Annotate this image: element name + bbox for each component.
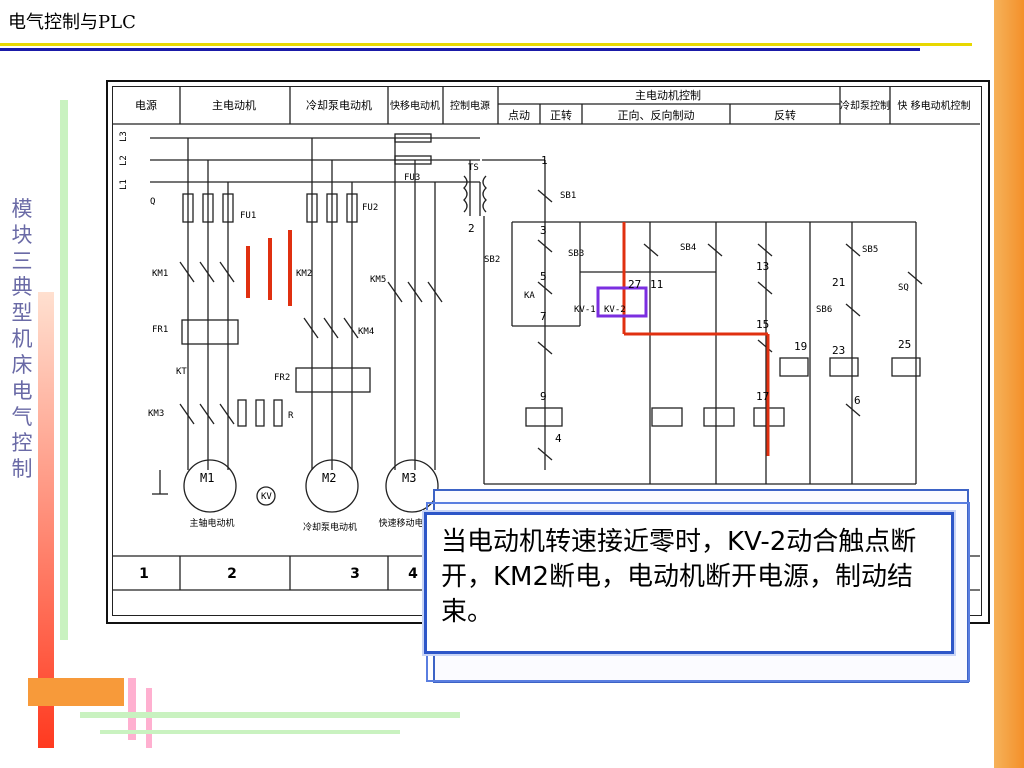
node-2: 2	[468, 222, 475, 235]
lbl-km5-main: KM5	[370, 275, 386, 285]
lbl-coolant-motor: 冷却泵电动机	[303, 521, 357, 533]
lbl-r: R	[288, 411, 294, 421]
node-5: 5	[540, 270, 547, 283]
node-1: 1	[541, 154, 548, 167]
lbl-kv: KV	[261, 492, 272, 502]
node-11: 11	[650, 278, 663, 291]
lbl-q: Q	[150, 197, 155, 207]
node-27: 27	[628, 278, 641, 291]
footer-num-4: 4	[408, 566, 418, 582]
node-9: 9	[540, 390, 547, 403]
lbl-ka: KA	[524, 291, 535, 301]
deco-pink-bar	[128, 678, 136, 740]
kv2-highlight-box	[596, 286, 648, 318]
lbl-kv2: KV-2	[604, 305, 626, 315]
lbl-fu3: FU3	[404, 173, 420, 183]
lbl-kv1: KV-1	[574, 305, 596, 315]
node-7: 7	[540, 310, 547, 323]
hdr-main-motor: 主电动机	[212, 98, 256, 112]
lbl-sb3: SB3	[568, 249, 584, 259]
lbl-fu2: FU2	[362, 203, 378, 213]
hdr-power: 电源	[135, 98, 157, 112]
deco-orange-bar	[28, 678, 124, 706]
footer-num-2: 2	[227, 566, 237, 582]
lbl-sb4: SB4	[680, 243, 696, 253]
lbl-fr1: FR1	[152, 325, 168, 335]
side-module-title: 模块三 典型机床电气控制	[11, 197, 33, 481]
highlight-path	[622, 222, 770, 456]
footer-num-3: 3	[350, 566, 360, 582]
node-19: 19	[794, 340, 807, 353]
lbl-m3: M3	[402, 471, 416, 485]
page-title: 电气控制与PLC	[8, 12, 136, 33]
hdr-reverse: 反转	[774, 108, 796, 122]
lbl-spindle-motor: 主轴电动机	[189, 517, 234, 529]
deco-green-line-2	[100, 730, 400, 734]
hdr-jog: 点动	[508, 109, 530, 122]
hdr-coolant-control: 冷却泵控制	[840, 99, 890, 112]
phase-l3: L3	[119, 131, 129, 142]
hdr-braking: 正向、反向制动	[618, 108, 695, 122]
hdr-control-power: 控制电源	[450, 99, 490, 112]
lbl-sq: SQ	[898, 283, 909, 293]
highlight-contacts	[246, 230, 292, 306]
phase-l2: L2	[119, 155, 129, 166]
lbl-m1: M1	[200, 471, 214, 485]
hdr-rapid-control: 快 移电动机控制	[897, 99, 970, 112]
phase-l1: L1	[119, 179, 129, 190]
node-21: 21	[832, 276, 845, 289]
deco-red-bar	[38, 292, 54, 748]
node-3: 3	[540, 224, 547, 237]
node-6: 6	[854, 394, 861, 407]
lbl-sb1: SB1	[560, 191, 576, 201]
node-23: 23	[832, 344, 845, 357]
node-15: 15	[756, 318, 769, 331]
lbl-m2: M2	[322, 471, 336, 485]
deco-green-bar	[60, 100, 68, 640]
node-13: 13	[756, 260, 769, 273]
right-orange-stripe	[994, 0, 1024, 768]
lbl-km1-main: KM1	[152, 269, 168, 279]
deco-pink-bar-2	[146, 688, 152, 748]
lbl-sb6: SB6	[816, 305, 832, 315]
lbl-fr2: FR2	[274, 373, 290, 383]
deco-green-line	[80, 712, 460, 718]
callout-box: 当电动机转速接近零时，KV-2动合触点断开，KM2断电，电动机断开电源，制动结束…	[424, 512, 954, 654]
lbl-sb5: SB5	[862, 245, 878, 255]
node-17: 17	[756, 390, 769, 403]
hdr-coolant-motor: 冷却泵电动机	[306, 98, 372, 112]
lbl-km3-main: KM3	[148, 409, 164, 419]
node-4: 4	[555, 432, 562, 445]
footer-num-1: 1	[139, 566, 149, 582]
hdr-main-control: 主电动机控制	[635, 88, 701, 102]
lbl-km2-main: KM2	[296, 269, 312, 279]
lbl-ts: TS	[468, 163, 479, 173]
hdr-rapid-motor: 快移电动机	[390, 99, 440, 112]
node-25: 25	[898, 338, 911, 351]
lbl-kt: KT	[176, 367, 187, 377]
lbl-km4-main: KM4	[358, 327, 374, 337]
lbl-sb2: SB2	[484, 255, 500, 265]
hdr-forward: 正转	[550, 108, 572, 122]
title-rule-blue	[0, 48, 920, 51]
lbl-fu1: FU1	[240, 211, 256, 221]
title-rule-yellow	[0, 43, 972, 46]
